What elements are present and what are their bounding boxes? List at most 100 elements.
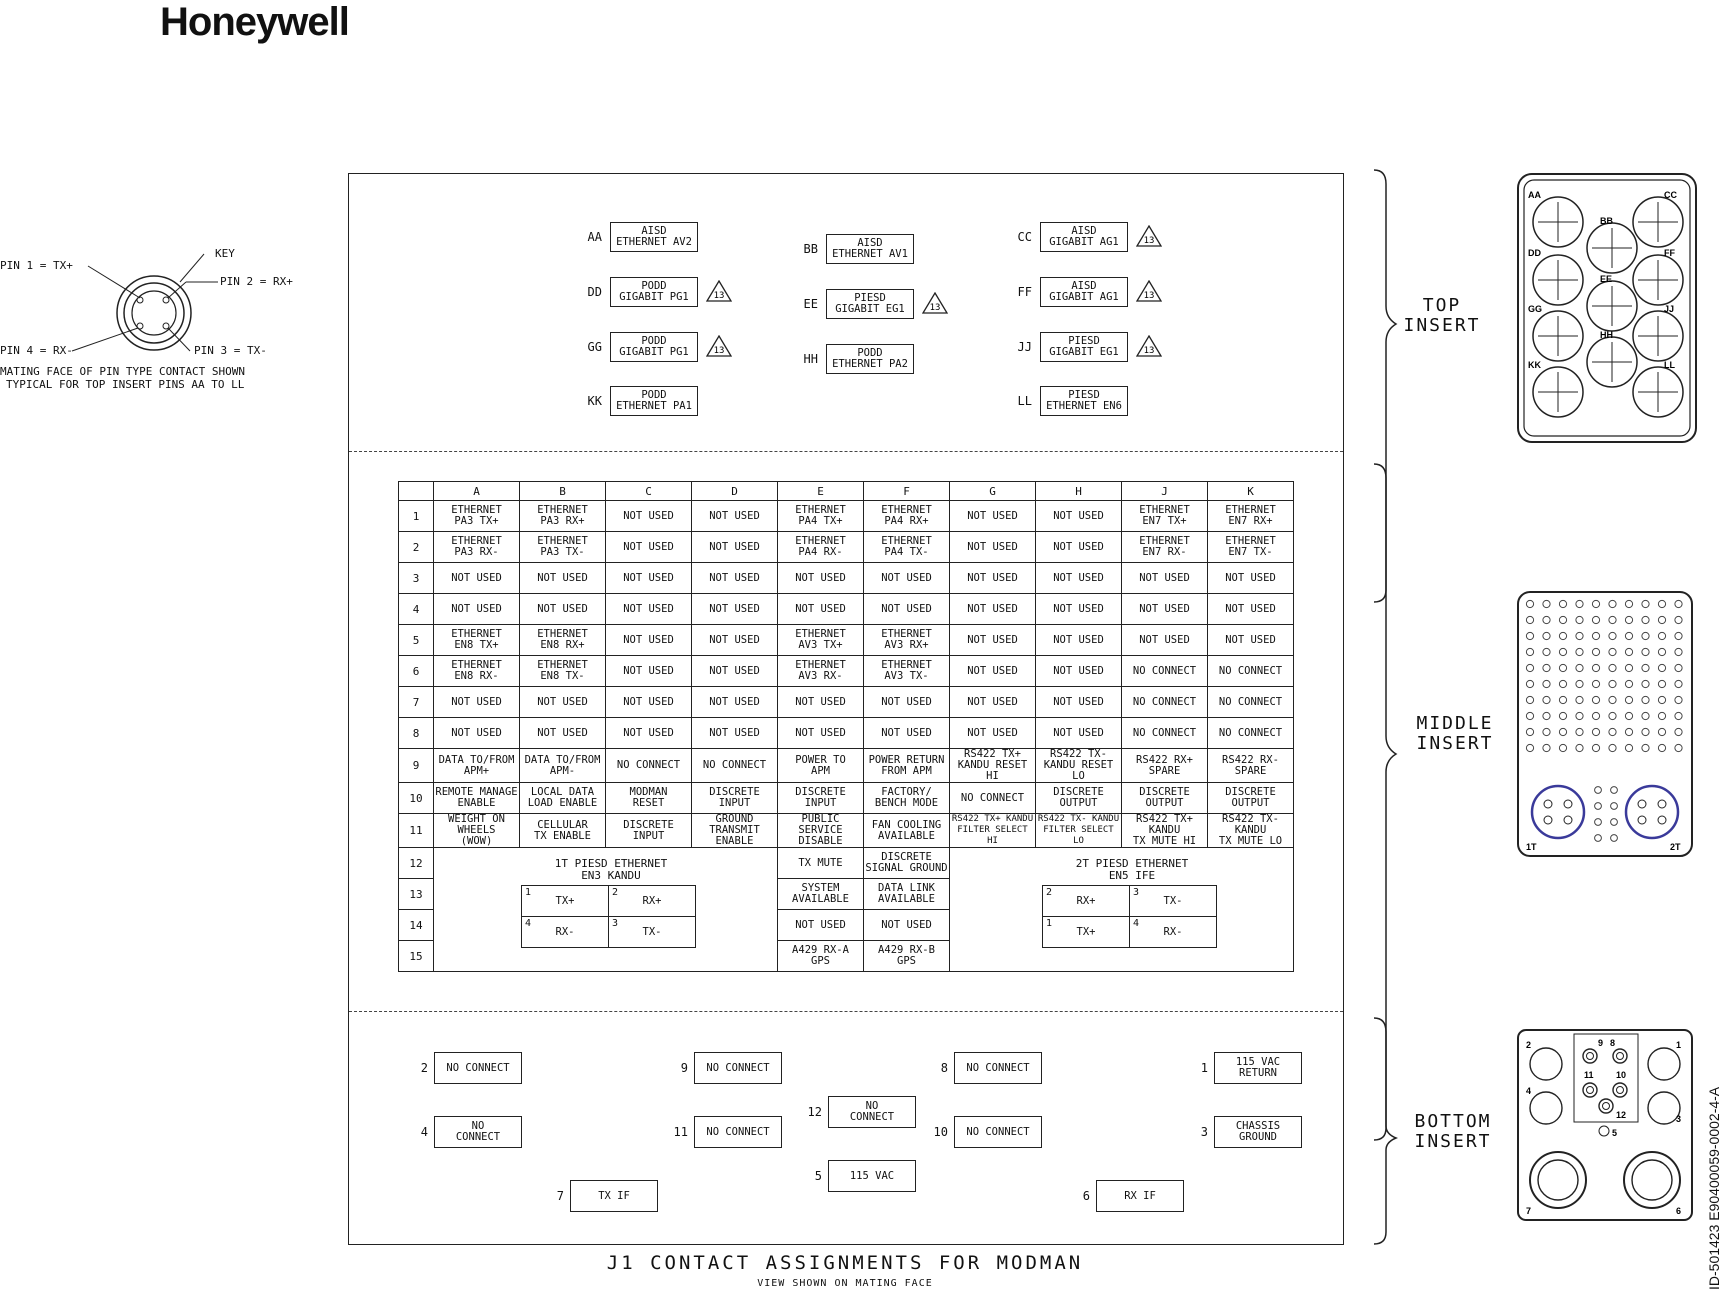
pin-signal-line: TX MUTE bbox=[798, 856, 843, 869]
pin1-label: PIN 1 = TX+ bbox=[0, 259, 73, 272]
signal-line: NO bbox=[471, 1120, 485, 1132]
coax-6-inner bbox=[1631, 1159, 1673, 1201]
contact-hole bbox=[1674, 743, 1683, 753]
face-label-6: 6 bbox=[1676, 1206, 1681, 1216]
contact-assignment-frame bbox=[348, 173, 1344, 1245]
middle-insert-label-line2: INSERT bbox=[1416, 733, 1494, 754]
corner-cell bbox=[398, 481, 434, 501]
small-cavity-inner bbox=[1586, 1086, 1594, 1094]
pin-signal-line: NOT USED bbox=[709, 540, 760, 553]
column-header-h: H bbox=[1035, 481, 1122, 501]
signal-line: AISD bbox=[1071, 280, 1097, 292]
pin-a11: WEIGHT ON WHEELS(WOW) bbox=[433, 813, 520, 848]
signal-line: GIGABIT EG1 bbox=[835, 303, 905, 315]
pin-signal-line: NOT USED bbox=[1225, 602, 1276, 615]
pin-signal-line: NOT USED bbox=[1053, 602, 1104, 615]
pin-signal-line: NOT USED bbox=[795, 695, 846, 708]
pin-signal-line: NOT USED bbox=[1139, 602, 1190, 615]
column-header-f: F bbox=[863, 481, 950, 501]
pin-signal-line: POWER RETURN bbox=[868, 753, 945, 766]
row-number: 3 bbox=[398, 562, 434, 594]
bottom-insert-label: BOTTOM INSERT bbox=[1398, 1112, 1508, 1152]
cell-number: 4 bbox=[1133, 918, 1140, 929]
key-label: KEY bbox=[215, 247, 235, 260]
face-label-1: 1 bbox=[1676, 1040, 1681, 1050]
face-label-gg: GG bbox=[1528, 304, 1542, 314]
contact-hole bbox=[1674, 615, 1683, 625]
pin-signal-line: ETHERNET bbox=[881, 628, 932, 640]
column-header-a: A bbox=[433, 481, 520, 501]
drawing-title: J1 CONTACT ASSIGNMENTS FOR MODMAN bbox=[606, 1252, 1084, 1274]
pin-signal-line: NOT USED bbox=[881, 918, 932, 931]
pin-signal-line: AV3 RX+ bbox=[884, 639, 929, 651]
pin-signal-line: ETHERNET bbox=[795, 504, 846, 516]
contact-hole bbox=[1657, 679, 1667, 689]
pin-h8: NOT USED bbox=[1035, 717, 1122, 749]
row-number: 1 bbox=[398, 500, 434, 532]
top-contact-id-gg: GG bbox=[587, 340, 602, 354]
coax-7-inner bbox=[1537, 1159, 1579, 1201]
face-label-aa: AA bbox=[1528, 190, 1541, 200]
bottom-insert-label-line1: BOTTOM bbox=[1414, 1111, 1492, 1132]
pin-signal-line: SYSTEM bbox=[801, 882, 840, 894]
pin-c4: NOT USED bbox=[605, 593, 692, 625]
pin-signal-line: NOT USED bbox=[537, 602, 588, 615]
contact-hole bbox=[1657, 663, 1667, 673]
top-contact-id-bb: BB bbox=[803, 242, 818, 256]
row-number: 12 bbox=[398, 847, 434, 879]
pin-h6: NOT USED bbox=[1035, 655, 1122, 687]
pin-signal-line: ETHERNET bbox=[537, 659, 588, 671]
pin-c9: NO CONNECT bbox=[605, 748, 692, 783]
pin-signal-line: AVAILABLE bbox=[792, 893, 849, 905]
cavity-1 bbox=[1647, 1047, 1681, 1081]
pin-signal-line: NOT USED bbox=[967, 602, 1018, 615]
bottom-contact-id-9: 9 bbox=[680, 1061, 688, 1075]
contact-hole bbox=[1641, 695, 1650, 705]
cell-number: 3 bbox=[1133, 887, 1140, 898]
signal-line: AISD bbox=[1071, 225, 1097, 237]
pin-signal-line: DISCRETE bbox=[1053, 786, 1104, 798]
contact-hole bbox=[1575, 647, 1584, 657]
contact-hole bbox=[1594, 786, 1602, 794]
contact-hole bbox=[1525, 695, 1535, 705]
small-cavity bbox=[1612, 1082, 1628, 1098]
pin-g2: NOT USED bbox=[949, 531, 1036, 563]
contact-hole bbox=[1624, 711, 1634, 721]
face-label-12: 12 bbox=[1616, 1110, 1626, 1120]
pin-signal-line: NOT USED bbox=[967, 540, 1018, 553]
column-header-b: B bbox=[519, 481, 606, 501]
pin-signal-line: OUTPUT bbox=[1059, 797, 1098, 809]
pin-c6: NOT USED bbox=[605, 655, 692, 687]
pin-signal-line: (WOW) bbox=[460, 835, 493, 847]
pin-d7: NOT USED bbox=[691, 686, 778, 718]
contact-hole bbox=[1525, 599, 1535, 609]
signal-line: GIGABIT AG1 bbox=[1049, 291, 1119, 303]
coax-7-outer bbox=[1529, 1151, 1587, 1209]
small-cavity bbox=[1598, 1098, 1614, 1114]
contact-hole bbox=[1525, 711, 1535, 721]
pin-signal-line: A429 RX-B bbox=[878, 944, 935, 956]
pin-signal-line: KANDU RESET HI bbox=[957, 759, 1028, 782]
contact-hole bbox=[1542, 599, 1551, 609]
contact-hole bbox=[1558, 599, 1568, 609]
pin-signal-line: KANDU RESET LO bbox=[1043, 759, 1114, 782]
cell-signal: TX- bbox=[1163, 895, 1183, 907]
pin-signal-line: SIGNAL GROUND bbox=[865, 862, 948, 874]
pin-signal-line: ETHERNET bbox=[1225, 504, 1276, 516]
signal-line: ETHERNET AV1 bbox=[832, 248, 908, 260]
row-number: 15 bbox=[398, 940, 434, 972]
small-cavity bbox=[1612, 1048, 1628, 1064]
